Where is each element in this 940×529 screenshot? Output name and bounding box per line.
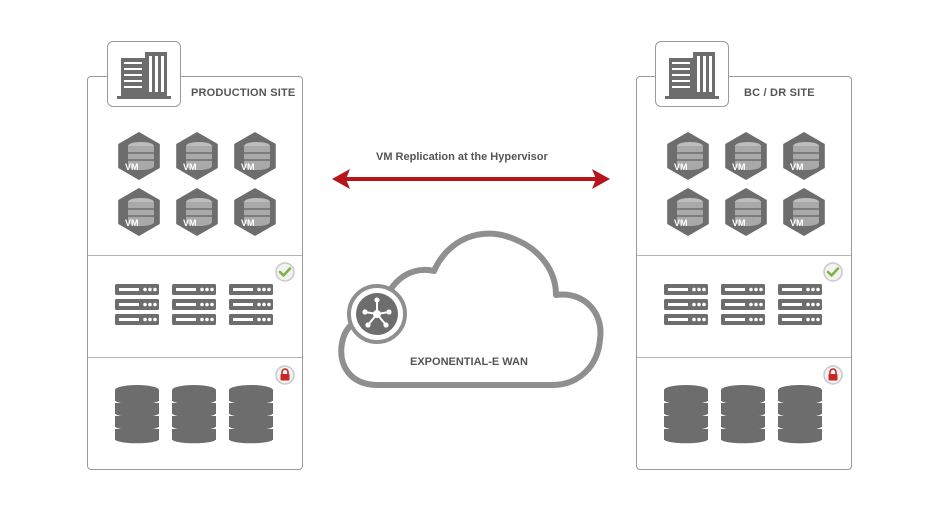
vm-icon: VM bbox=[667, 188, 709, 236]
vm-label: VM bbox=[125, 162, 139, 172]
vm-label: VM bbox=[125, 218, 139, 228]
vm-icon: VM bbox=[118, 132, 160, 180]
server-rack-icon bbox=[115, 284, 159, 325]
vm-icon: VM bbox=[118, 188, 160, 236]
database-grid-dr bbox=[663, 385, 823, 445]
vm-label: VM bbox=[241, 218, 255, 228]
vm-label: VM bbox=[732, 162, 746, 172]
vm-label: VM bbox=[674, 162, 688, 172]
vm-label: VM bbox=[790, 218, 804, 228]
wan-label: EXPONENTIAL-E WAN bbox=[410, 356, 528, 368]
lock-icon bbox=[275, 365, 295, 385]
server-grid-dr bbox=[664, 284, 822, 325]
database-icon bbox=[228, 385, 274, 445]
vm-label: VM bbox=[674, 218, 688, 228]
replication-label: VM Replication at the Hypervisor bbox=[376, 151, 548, 163]
lock-icon bbox=[823, 365, 843, 385]
vm-icon: VM bbox=[725, 188, 767, 236]
server-rack-icon bbox=[664, 284, 708, 325]
server-rack-icon bbox=[721, 284, 765, 325]
database-icon bbox=[171, 385, 217, 445]
database-icon bbox=[777, 385, 823, 445]
wan-cloud bbox=[338, 230, 604, 388]
check-icon bbox=[823, 262, 843, 282]
vm-label: VM bbox=[732, 218, 746, 228]
vm-icon: VM bbox=[667, 132, 709, 180]
replication-arrow bbox=[332, 169, 610, 189]
database-icon bbox=[720, 385, 766, 445]
database-icon bbox=[114, 385, 160, 445]
section-divider bbox=[637, 357, 851, 358]
vm-icon: VM bbox=[176, 188, 218, 236]
server-rack-icon bbox=[229, 284, 273, 325]
vm-icon: VM bbox=[783, 188, 825, 236]
production-site-title: PRODUCTION SITE bbox=[191, 87, 296, 99]
server-rack-icon bbox=[778, 284, 822, 325]
building-icon bbox=[117, 52, 171, 99]
server-rack-icon bbox=[172, 284, 216, 325]
vm-icon: VM bbox=[783, 132, 825, 180]
network-hub-icon bbox=[347, 284, 407, 344]
building-icon bbox=[665, 52, 719, 99]
section-divider bbox=[88, 255, 302, 256]
check-icon bbox=[275, 262, 295, 282]
section-divider bbox=[88, 357, 302, 358]
database-icon bbox=[663, 385, 709, 445]
vm-icon: VM bbox=[234, 188, 276, 236]
section-divider bbox=[637, 255, 851, 256]
vm-label: VM bbox=[183, 218, 197, 228]
vm-label: VM bbox=[790, 162, 804, 172]
vm-icon: VM bbox=[234, 132, 276, 180]
database-grid-production bbox=[114, 385, 274, 445]
server-grid-production bbox=[115, 284, 273, 325]
vm-icon: VM bbox=[725, 132, 767, 180]
vm-grid-dr: VM VM VM VM VM VM bbox=[667, 132, 825, 236]
vm-grid-production: VM VM VM VM VM VM bbox=[118, 132, 276, 236]
dr-site-title: BC / DR SITE bbox=[744, 87, 815, 99]
vm-label: VM bbox=[183, 162, 197, 172]
vm-icon: VM bbox=[176, 132, 218, 180]
vm-label: VM bbox=[241, 162, 255, 172]
